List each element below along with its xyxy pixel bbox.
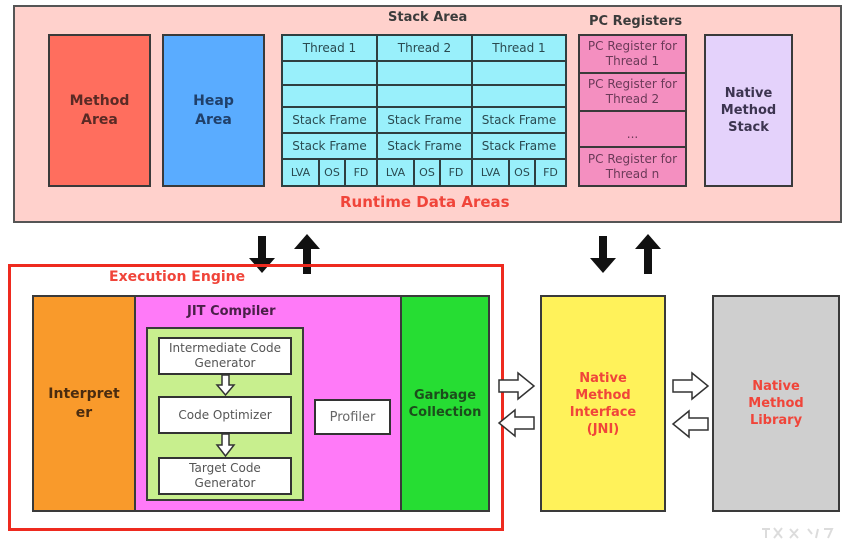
- stack-empty-slot: [378, 86, 473, 108]
- pc-register-label: PC Register for: [587, 39, 678, 53]
- down-arrow-icon: [590, 236, 616, 273]
- thread-header: Thread 2: [378, 36, 473, 62]
- right-hollow-arrow-icon: [672, 371, 710, 401]
- native-library-label: Native: [752, 379, 800, 394]
- frame-part-os: OS: [510, 160, 536, 185]
- stack-empty-slot: [283, 62, 378, 86]
- jni-label-2: Method: [575, 387, 631, 403]
- pc-register-thread: Thread n: [605, 166, 660, 181]
- thread-header: Thread 1: [473, 36, 565, 62]
- down-hollow-arrow-icon: [215, 374, 236, 397]
- execution-engine-label: Execution Engine: [109, 269, 246, 285]
- runtime-data-areas-label: Runtime Data Areas: [340, 193, 510, 211]
- interpreter: Interpret er: [32, 295, 136, 512]
- stack-frame: Stack Frame: [473, 108, 565, 134]
- right-hollow-arrow-icon: [498, 371, 536, 401]
- down-arrow-icon: [249, 236, 275, 273]
- method-area-label: Method: [69, 92, 130, 109]
- stack-empty-slot: [473, 86, 565, 108]
- pc-register-label: ...: [626, 126, 639, 141]
- pc-register-ellipsis: ...: [580, 112, 685, 148]
- pc-register-thread: Thread 1: [605, 54, 660, 68]
- native-library-label-3: Library: [749, 413, 803, 428]
- stack-frame: Stack Frame: [378, 134, 473, 160]
- thread-header: Thread 1: [283, 36, 378, 62]
- jni-label-3: Interface: [569, 404, 637, 420]
- frame-part-fd: FD: [441, 160, 473, 185]
- code-optimizer: Code Optimizer: [158, 396, 292, 434]
- jit-compiler-title: JIT Compiler: [187, 304, 276, 319]
- heap-area-label: Heap: [193, 92, 234, 109]
- stage-label: Target Code: [189, 461, 261, 475]
- stack-empty-slot: [283, 86, 378, 108]
- native-method-stack-label-2: Method: [720, 103, 777, 118]
- stack-frame: Stack Frame: [473, 134, 565, 160]
- frame-part-lva: LVA: [473, 160, 510, 185]
- frame-part-os: OS: [415, 160, 441, 185]
- stage-label-2: Generator: [194, 356, 256, 370]
- jni-label: Native: [579, 370, 627, 386]
- up-arrow-icon: [294, 234, 320, 274]
- pc-register-label: PC Register for: [587, 77, 678, 91]
- stack-area-title: Stack Area: [388, 10, 468, 25]
- native-method-stack-label-3: Stack: [728, 120, 769, 135]
- method-area-label-2: Area: [81, 111, 118, 128]
- frame-part-os: OS: [320, 160, 346, 185]
- interpreter-label-2: er: [75, 404, 93, 421]
- profiler: Profiler: [314, 399, 391, 435]
- garbage-collection-label-2: Collection: [408, 404, 482, 420]
- left-hollow-arrow-icon: [671, 409, 709, 439]
- interpreter-label: Interpret: [48, 385, 120, 402]
- stack-empty-slot: [378, 62, 473, 86]
- stage-label: Intermediate Code: [169, 341, 281, 355]
- frame-part-lva: LVA: [378, 160, 415, 185]
- native-method-stack-label: Native: [724, 86, 773, 101]
- up-arrow-icon: [635, 234, 661, 274]
- stack-frame: Stack Frame: [378, 108, 473, 134]
- execution-engine: [8, 264, 504, 531]
- heap-area-label-2: Area: [195, 111, 232, 128]
- pc-register-label: PC Register for: [587, 151, 678, 166]
- frame-part-fd: FD: [543, 166, 558, 179]
- frame-part-lva: LVA: [283, 160, 320, 185]
- left-hollow-arrow-icon: [497, 408, 535, 438]
- profiler-label: Profiler: [329, 409, 376, 425]
- pc-registers-title: PC Registers: [589, 14, 683, 29]
- stack-frame: Stack Frame: [283, 134, 378, 160]
- down-hollow-arrow-icon: [215, 433, 236, 458]
- garbage-collection-label: Garbage: [413, 387, 477, 403]
- jni-label-4: (JNI): [586, 421, 620, 437]
- stack-frame: Stack Frame: [283, 108, 378, 134]
- stage-label-2: Generator: [194, 476, 256, 490]
- stack-empty-slot: [473, 62, 565, 86]
- pc-register-thread: Thread 2: [605, 92, 660, 106]
- frame-part-fd: FD: [346, 160, 378, 185]
- native-library-label-2: Method: [748, 396, 804, 411]
- watermark-icon: [762, 527, 834, 539]
- stage-label: Code Optimizer: [178, 407, 272, 422]
